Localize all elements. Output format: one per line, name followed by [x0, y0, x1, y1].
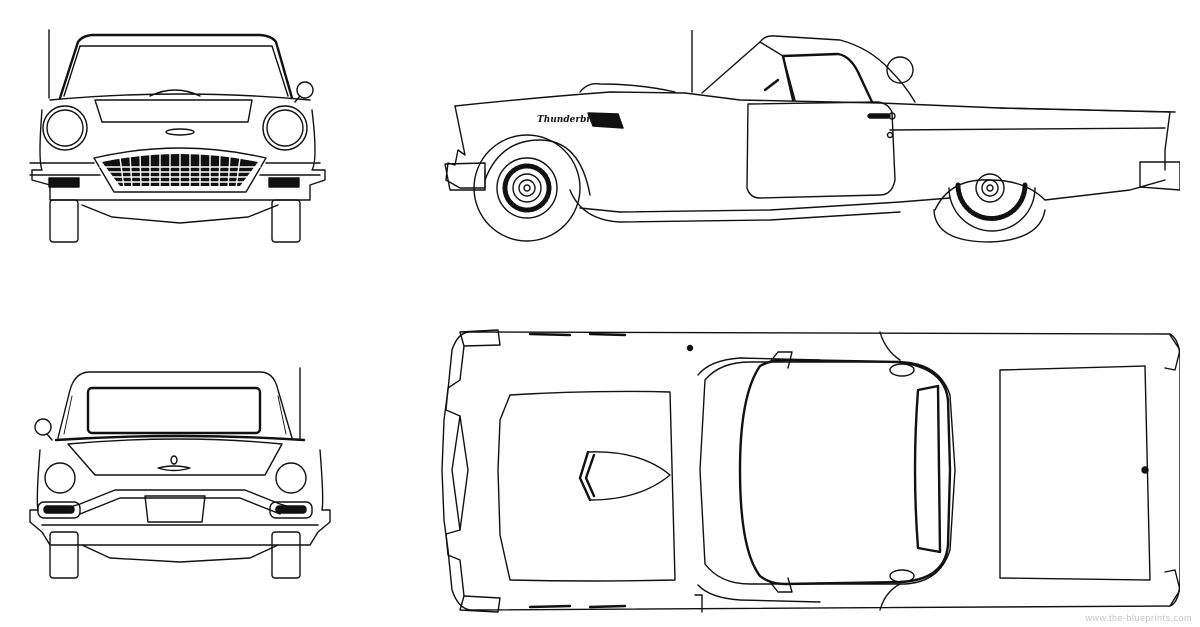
- trunk-lid: [999, 365, 1151, 581]
- side-mirror: [34, 418, 52, 436]
- grille-mesh: [99, 150, 261, 189]
- body-outline: [29, 449, 331, 546]
- grille-surround: [93, 147, 267, 193]
- front-bumper: [459, 329, 501, 613]
- front-grille-edge: [459, 415, 469, 531]
- tail-light-left: [37, 501, 81, 519]
- hardtop: [738, 358, 952, 586]
- rear-window: [913, 384, 942, 554]
- door-line-bottom: [879, 583, 901, 611]
- front-wheel-arch: [484, 139, 591, 196]
- rear-fins: [1164, 334, 1180, 607]
- rear-view-drawing: [29, 367, 331, 579]
- body-outline: [31, 109, 326, 201]
- front-bumper: [29, 162, 321, 176]
- parking-light-right: [268, 177, 300, 188]
- tire-right: [271, 531, 301, 579]
- tire-left: [49, 199, 79, 243]
- front-view-drawing: [29, 29, 326, 243]
- door-line-top: [879, 331, 901, 361]
- side-view-drawing: Thunderbird: [444, 30, 1180, 243]
- side-script-badge: Thunderbird: [537, 115, 602, 125]
- rear-window: [86, 386, 262, 435]
- hood-scoop: [149, 89, 201, 97]
- hood-emblem: [165, 128, 195, 136]
- fender-left: [44, 462, 76, 494]
- rear-fin: [999, 107, 1171, 171]
- cowl: [49, 93, 311, 101]
- body-outline: [441, 331, 1180, 611]
- cockpit-outline: [699, 361, 956, 585]
- front-wheel: [473, 134, 581, 242]
- rear-bumper: [1139, 161, 1180, 191]
- tail-light-right: [269, 501, 313, 519]
- side-trim-top: [528, 332, 627, 337]
- under-pan: [81, 204, 279, 224]
- rear-wheel: [933, 173, 1046, 243]
- front-view: [20, 20, 340, 260]
- hardtop: [759, 35, 916, 103]
- cowl: [697, 357, 821, 376]
- hood-scoop: [579, 451, 671, 501]
- parking-light-left: [48, 177, 80, 188]
- windshield-pillar-top: [769, 351, 793, 369]
- door-window-frame: [781, 52, 874, 104]
- windshield-inner: [63, 45, 289, 97]
- rear-bumper: [59, 489, 301, 511]
- license-plate: [144, 495, 206, 523]
- windshield-frame: [58, 33, 294, 100]
- headlight-left: [42, 105, 88, 151]
- antenna-base: [694, 594, 703, 613]
- trunk-emblem: [170, 455, 178, 465]
- tire-right: [271, 199, 301, 243]
- watermark: www.the-blueprints.com: [1085, 613, 1192, 623]
- tail-light-left-lens: [43, 505, 75, 514]
- hood-scoop: [579, 82, 676, 93]
- side-view: Thunderbird: [440, 30, 1180, 260]
- under-pan: [81, 544, 279, 563]
- headlight-right: [262, 105, 308, 151]
- roof-vent-top: [889, 363, 915, 377]
- windshield: [701, 41, 761, 94]
- hardtop: [57, 371, 293, 439]
- mirror-dot: [686, 344, 694, 352]
- top-view-drawing: [441, 329, 1180, 613]
- door: [746, 101, 896, 199]
- rocker-panel: [579, 197, 951, 213]
- deck-line: [54, 434, 306, 442]
- front-bumper: [444, 162, 486, 191]
- vent-window: [763, 78, 780, 92]
- top-view: [440, 320, 1180, 620]
- side-mirror: [296, 81, 314, 99]
- belt-line: [684, 92, 1176, 113]
- side-trim-bottom: [528, 604, 627, 609]
- door-lock: [886, 131, 894, 139]
- porthole-window: [886, 56, 914, 84]
- tire-left: [49, 531, 79, 579]
- windshield-pillar-bottom: [769, 577, 793, 593]
- door-handle: [867, 113, 891, 119]
- trunk-lock: [1141, 466, 1149, 474]
- hood-panel: [94, 99, 253, 123]
- roof-vent-bottom: [889, 569, 915, 583]
- rear-view: [20, 360, 340, 600]
- front-fender: [445, 105, 486, 189]
- hood-line: [454, 91, 686, 107]
- fender-right: [275, 462, 307, 494]
- fender-vent: [587, 112, 624, 129]
- hood: [497, 390, 676, 582]
- tail-light-right-lens: [275, 505, 307, 514]
- trunk-lid: [67, 438, 283, 476]
